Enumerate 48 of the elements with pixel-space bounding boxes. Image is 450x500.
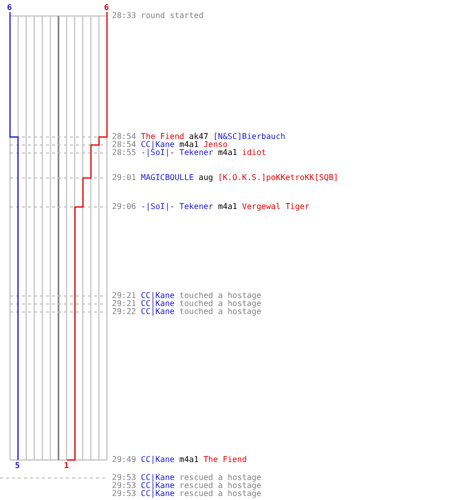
- player-name: [N&SC]Bierbauch: [213, 132, 286, 141]
- timestamp: 29:21: [112, 291, 136, 300]
- player-name: The Fiend: [140, 132, 184, 141]
- event-text: rescued a hostage: [179, 473, 262, 482]
- player-name: CC|Kane: [140, 307, 175, 316]
- player-name: CC|Kane: [140, 455, 175, 464]
- timestamp: 29:49: [112, 455, 136, 464]
- weapon-name: aug: [198, 173, 214, 182]
- player-name: CC|Kane: [140, 489, 175, 498]
- weapon-name: m4a1: [218, 148, 238, 157]
- event-text: touched a hostage: [179, 291, 262, 300]
- event-text: round started: [140, 11, 204, 20]
- player-count: 1: [64, 462, 69, 470]
- timestamp: 29:21: [112, 299, 136, 308]
- player-name: [K.O.K.S.]poKKetroKK[SQB]: [218, 173, 338, 182]
- player-name: CC|Kane: [140, 299, 175, 308]
- timestamp: 29:53: [112, 489, 136, 498]
- timestamp: 29:53: [112, 481, 136, 490]
- weapon-name: m4a1: [218, 202, 238, 211]
- timestamp: 28:55: [112, 148, 136, 157]
- weapon-name: ak47: [189, 132, 208, 141]
- player-name: Vergewal Tiger: [242, 202, 310, 211]
- player-name: CC|Kane: [140, 291, 175, 300]
- player-name: idiot: [242, 148, 266, 157]
- player-name: -|SoI|- Tekener: [140, 202, 214, 211]
- player-name: The Fiend: [203, 455, 247, 464]
- timestamp: 28:54: [112, 140, 136, 149]
- event-text: touched a hostage: [179, 299, 262, 308]
- timestamp: 29:53: [112, 473, 136, 482]
- timestamp: 29:22: [112, 307, 136, 316]
- timestamp: 28:54: [112, 132, 136, 141]
- weapon-name: m4a1: [179, 455, 199, 464]
- player-count: 6: [104, 4, 109, 12]
- weapon-name: m4a1: [179, 140, 199, 149]
- player-name: -|SoI|- Tekener: [140, 148, 214, 157]
- timestamp: 28:33: [112, 11, 136, 20]
- event-text: rescued a hostage: [179, 481, 262, 490]
- timestamp: 29:06: [112, 202, 136, 211]
- player-name: Jenso: [203, 140, 228, 149]
- player-count: 6: [7, 4, 12, 12]
- player-name: CC|Kane: [140, 473, 175, 482]
- player-name: CC|Kane: [140, 481, 175, 490]
- timestamp: 29:01: [112, 173, 136, 182]
- event-text: touched a hostage: [179, 307, 262, 316]
- player-name: CC|Kane: [140, 140, 175, 149]
- player-count: 5: [15, 462, 20, 470]
- event-text: rescued a hostage: [179, 489, 262, 498]
- player-name: MAGICBOULLE: [140, 173, 194, 182]
